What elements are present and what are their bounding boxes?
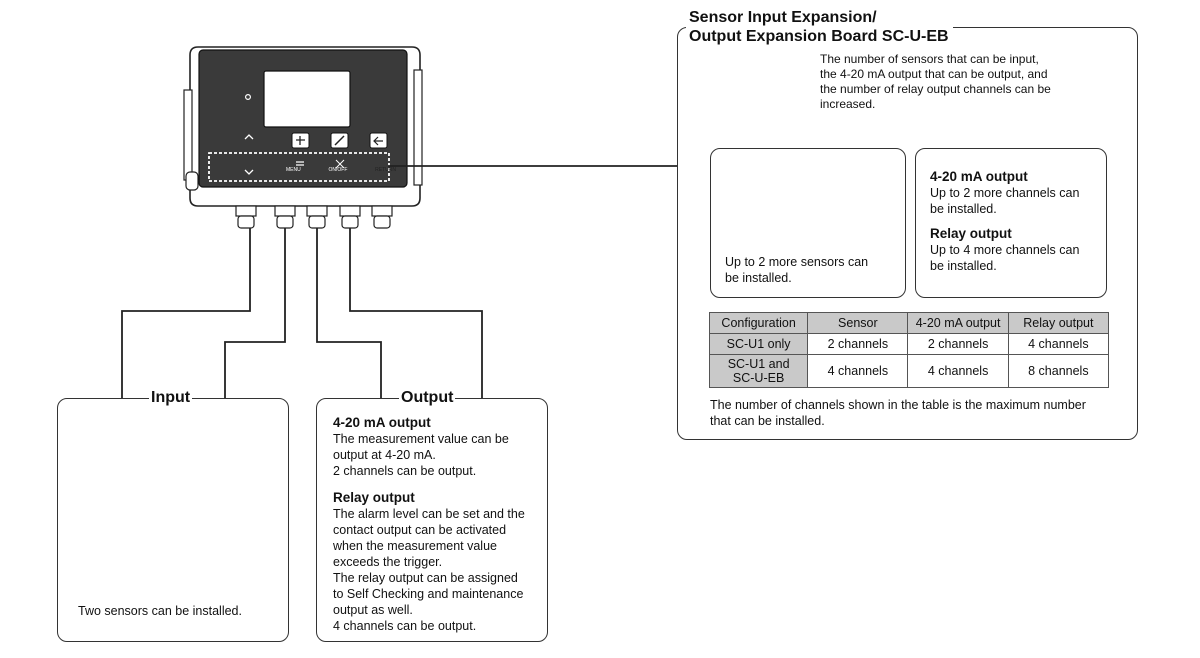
input-panel xyxy=(57,398,289,642)
table-header: Sensor xyxy=(807,312,909,334)
expansion-title: Sensor Input Expansion/ Output Expansion… xyxy=(686,8,953,46)
output-label: Output xyxy=(399,388,456,407)
expansion-relay-heading: Relay output xyxy=(930,226,1012,241)
table-cell: SC-U1 only xyxy=(708,333,809,355)
table-cell: SC-U1 and SC-U-EB xyxy=(708,354,809,388)
expansion-sensors-box xyxy=(710,148,906,298)
table-cell: 2 channels xyxy=(807,333,909,355)
table-header: 4-20 mA output xyxy=(907,312,1009,334)
input-note: Two sensors can be installed. xyxy=(78,604,242,618)
output-analog-heading: 4-20 mA output xyxy=(333,415,431,430)
expansion-analog-text: Up to 2 more channels can be installed. xyxy=(930,186,1080,216)
expansion-title-line2: Output Expansion Board SC-U-EB xyxy=(689,28,949,45)
device-key-labels: MENU ON/OFF RETURN xyxy=(286,167,396,173)
expansion-outputs-box xyxy=(915,148,1107,298)
return-key-label: RETURN xyxy=(375,167,396,173)
output-panel xyxy=(316,398,548,642)
output-analog-text: The measurement value can be output at 4… xyxy=(333,432,509,478)
output-relay-heading: Relay output xyxy=(333,490,415,505)
table-cell: 8 channels xyxy=(1007,354,1110,388)
expansion-sensors-note: Up to 2 more sensors can be installed. xyxy=(725,255,869,285)
table-header: Relay output xyxy=(1007,312,1110,334)
expansion-title-line1: Sensor Input Expansion/ xyxy=(689,9,877,26)
table-header: Configuration xyxy=(708,312,809,334)
expansion-description: The number of sensors that can be input,… xyxy=(820,52,1051,111)
expansion-relay-text: Up to 4 more channels can be installed. xyxy=(930,243,1080,273)
table-cell: 4 channels xyxy=(807,354,909,388)
table-cell: 4 channels xyxy=(907,354,1009,388)
table-header-row: Configuration Sensor 4-20 mA output Rela… xyxy=(708,312,1110,334)
controller-device xyxy=(183,46,423,229)
table-footnote: The number of channels shown in the tabl… xyxy=(710,398,1086,428)
table-row: SC-U1 and SC-U-EB 4 channels 4 channels … xyxy=(708,354,1110,388)
onoff-key-label: ON/OFF xyxy=(328,167,348,173)
output-relay-text: The alarm level can be set and the conta… xyxy=(333,507,525,633)
input-label: Input xyxy=(149,388,193,407)
menu-key-label: MENU xyxy=(286,167,301,173)
table-cell: 4 channels xyxy=(1007,333,1110,355)
configuration-table: Configuration Sensor 4-20 mA output Rela… xyxy=(708,312,1110,388)
table-row: SC-U1 only 2 channels 2 channels 4 chann… xyxy=(708,333,1110,355)
expansion-analog-heading: 4-20 mA output xyxy=(930,169,1028,184)
expansion-outputs-text: 4-20 mA output Up to 2 more channels can… xyxy=(930,168,1100,274)
table-cell: 2 channels xyxy=(907,333,1009,355)
output-text: 4-20 mA output The measurement value can… xyxy=(333,414,543,634)
